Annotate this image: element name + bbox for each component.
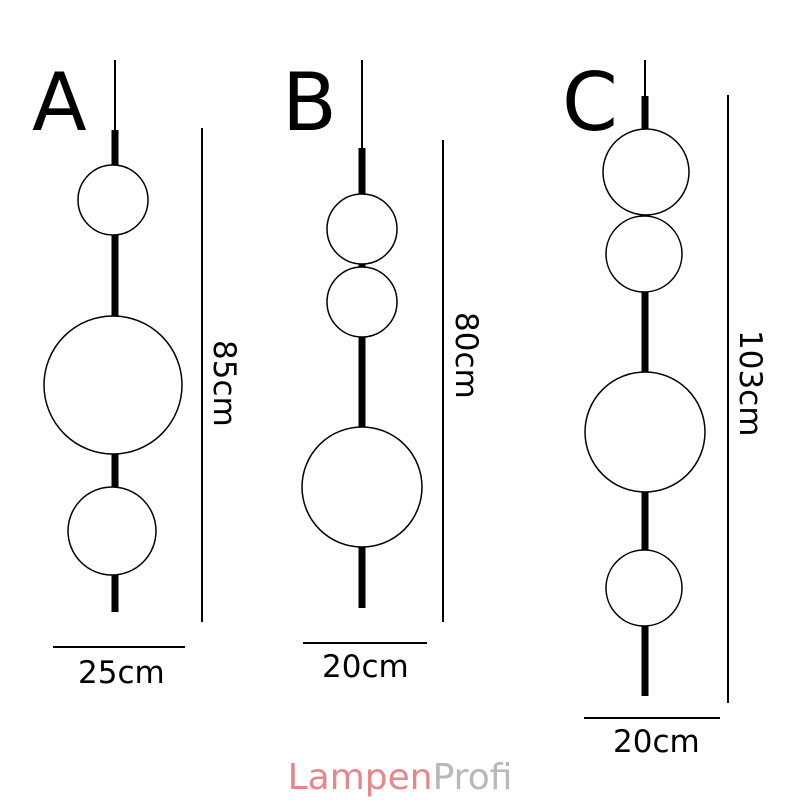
- variant-b-width-label: 20cm: [322, 649, 409, 685]
- variant-c-globe-large: [584, 371, 706, 493]
- variant-c-globe-second: [605, 215, 683, 293]
- variant-a: A 85cm 25cm: [32, 56, 242, 691]
- variant-c-globe-bottom: [605, 549, 683, 627]
- variant-b-globe-middle: [326, 266, 398, 338]
- variant-a-label: A: [32, 56, 87, 149]
- variant-c: C 103cm 20cm: [562, 56, 768, 760]
- brand-logo: LampenProfi: [288, 757, 513, 798]
- variant-a-globe-bottom: [67, 486, 157, 576]
- variant-a-globe-large: [43, 315, 183, 455]
- variant-c-label: C: [562, 56, 618, 149]
- variant-b-globe-top: [326, 193, 398, 265]
- brand-part-1: Lampen: [288, 757, 433, 798]
- variant-c-width-label: 20cm: [613, 724, 700, 760]
- variant-a-globe-top: [77, 164, 149, 236]
- variant-b-label: B: [282, 56, 337, 149]
- variant-b-globe-large: [301, 426, 423, 548]
- variant-c-globe-top: [602, 128, 690, 216]
- variant-c-height-label: 103cm: [732, 330, 768, 436]
- variant-a-height-label: 85cm: [206, 340, 242, 427]
- variant-b-height-label: 80cm: [448, 312, 484, 399]
- variant-a-width-label: 25cm: [78, 655, 165, 691]
- brand-part-2: Profi: [433, 757, 513, 798]
- variant-b: B 80cm 20cm: [282, 56, 484, 685]
